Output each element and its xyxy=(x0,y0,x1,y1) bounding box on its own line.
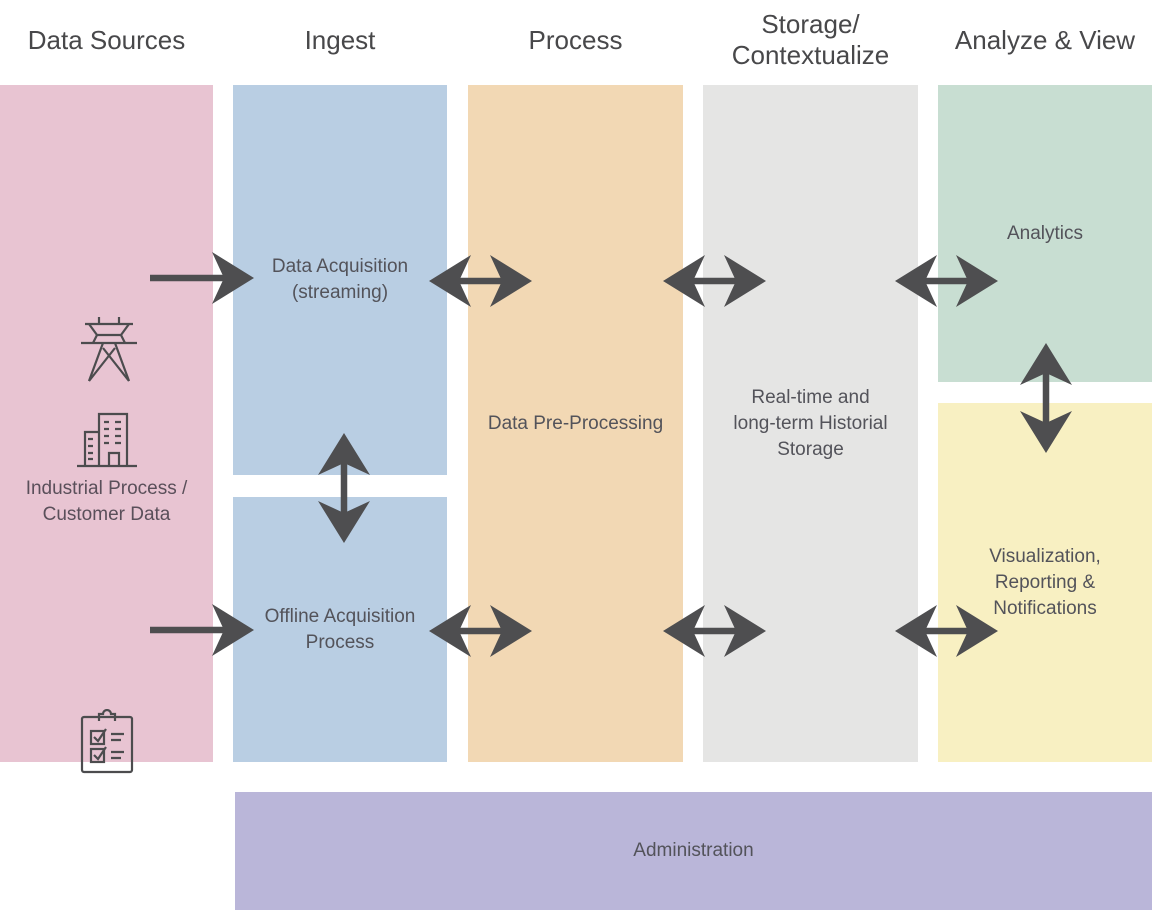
transmission-tower-icon xyxy=(80,289,138,409)
ingest-offline-box: Offline Acquisition Process xyxy=(233,497,447,762)
header-data-sources: Data Sources xyxy=(27,24,186,55)
analytics-box: Analytics xyxy=(938,85,1152,382)
storage-label: Real-time and long-term Historial Storag… xyxy=(733,386,888,460)
data-sources-column: Industrial Process / Customer Data xyxy=(0,85,213,774)
visualization-box: Visualization, Reporting & Notifications xyxy=(938,403,1152,762)
ingest-streaming-label: Data Acquisition (streaming) xyxy=(271,256,409,303)
administration-label: Administration xyxy=(633,840,754,861)
visualization-label: Visualization, Reporting & Notifications xyxy=(989,545,1101,619)
checklist-clipboard-icon xyxy=(78,683,136,801)
storage-box: Real-time and long-term Historial Storag… xyxy=(703,85,918,762)
office-building-icon xyxy=(76,385,138,494)
analytics-label: Analytics xyxy=(1006,222,1084,244)
data-sources-label: Industrial Process / Customer Data xyxy=(25,478,188,525)
process-label: Data Pre-Processing xyxy=(487,412,664,434)
header-ingest: Ingest xyxy=(304,24,376,55)
ingest-streaming-box: Data Acquisition (streaming) xyxy=(233,85,447,475)
header-analyze-view: Analyze & View xyxy=(954,24,1136,55)
header-storage-contextualize: Storage/ Contextualize xyxy=(731,9,890,70)
header-process: Process xyxy=(528,24,623,55)
administration-bar: Administration xyxy=(235,792,1152,910)
process-box: Data Pre-Processing xyxy=(468,85,683,762)
ingest-offline-label: Offline Acquisition Process xyxy=(264,605,416,653)
